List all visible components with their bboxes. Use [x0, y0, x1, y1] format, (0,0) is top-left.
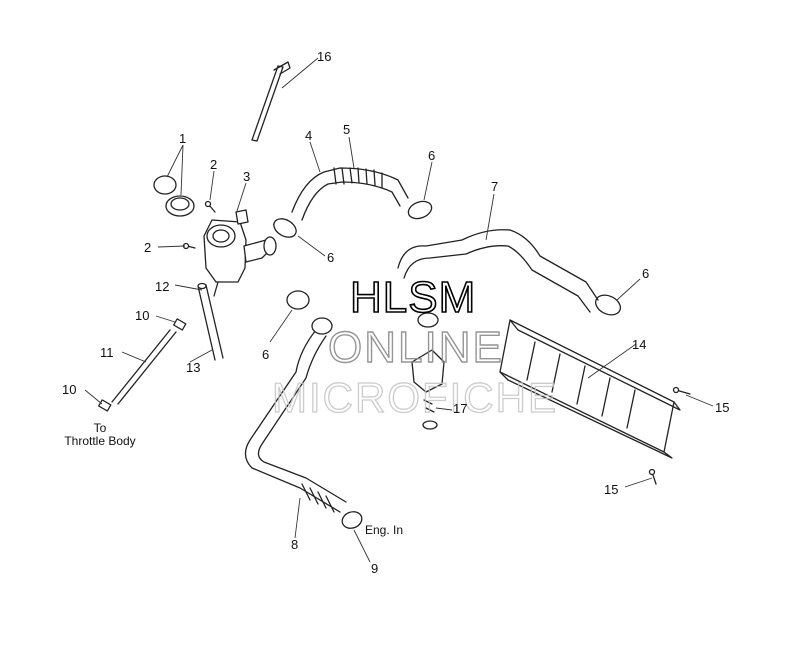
callout-8: 8 [291, 537, 298, 552]
callout-14: 14 [632, 337, 646, 352]
part-13-hose [197, 282, 224, 361]
part-2-screws [182, 200, 216, 250]
note-to: To [94, 421, 107, 435]
part-3-coolant-bottle [203, 209, 277, 297]
watermark-line-2: ONLINE [328, 323, 504, 372]
part-15-fasteners [648, 386, 691, 485]
callout-6-mid: 6 [327, 250, 334, 265]
leader-lines [84, 57, 714, 563]
callout-15-lower: 15 [604, 482, 618, 497]
watermark: HLSM ONLINE MICROFICHE [271, 272, 558, 421]
part-9-clamp [341, 511, 363, 529]
part-4-5-upper-hose [291, 167, 409, 221]
callout-numbers: 1 2 3 2 4 5 6 16 6 7 6 6 12 10 11 13 10 … [62, 49, 729, 576]
callout-6-right: 6 [642, 266, 649, 281]
note-throttle-body: Throttle Body [64, 434, 135, 448]
callout-7: 7 [491, 179, 498, 194]
watermark-line-3: MICROFICHE [272, 374, 558, 421]
callout-6-lower: 6 [262, 347, 269, 362]
callout-6-top: 6 [428, 148, 435, 163]
callout-10-lower: 10 [62, 382, 76, 397]
part-7-radiator-hose [397, 229, 599, 313]
callout-10-upper: 10 [135, 308, 149, 323]
watermark-line-1: HLSM [350, 273, 476, 322]
callout-4: 4 [305, 128, 312, 143]
callout-13: 13 [186, 360, 200, 375]
callout-2-lower: 2 [144, 240, 151, 255]
callout-1: 1 [179, 131, 186, 146]
part-14-shroud [499, 319, 681, 459]
part-10-fittings [98, 318, 187, 412]
callout-12: 12 [155, 279, 169, 294]
callout-17: 17 [453, 401, 467, 416]
part-1-caps [153, 175, 195, 217]
callout-11: 11 [100, 345, 114, 360]
part-11-tube [111, 329, 177, 405]
part-8-lower-hose [244, 317, 347, 513]
part-6-clamps [273, 200, 622, 316]
callout-5: 5 [343, 122, 350, 137]
callout-3: 3 [243, 169, 250, 184]
callout-16: 16 [317, 49, 331, 64]
callout-9: 9 [371, 561, 378, 576]
note-eng-in: Eng. In [365, 523, 403, 537]
callout-15-upper: 15 [715, 400, 729, 415]
part-16-cable-tie [251, 61, 291, 142]
notes: To Throttle Body Eng. In [64, 421, 403, 537]
callout-2-upper: 2 [210, 157, 217, 172]
part-17-thermostat-housing [411, 312, 445, 430]
